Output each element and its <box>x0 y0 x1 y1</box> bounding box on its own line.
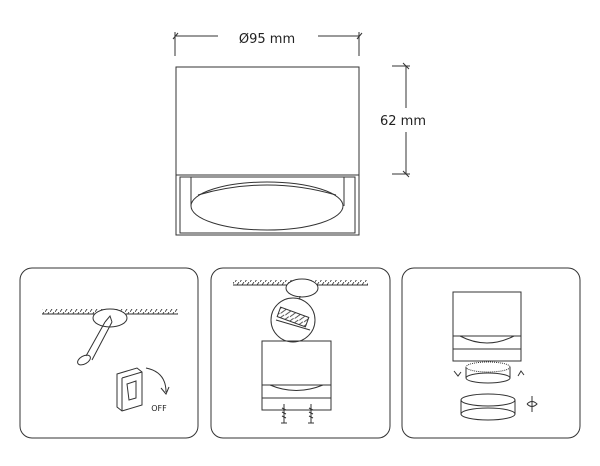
lamp-body <box>175 66 360 236</box>
lamp-body <box>452 291 522 362</box>
wall-switch-icon <box>116 367 143 412</box>
step-2-panel <box>210 267 391 439</box>
lamp-body <box>261 340 332 411</box>
diameter-label: Ø95 mm <box>239 32 295 47</box>
rotate-arrow-left-icon <box>453 370 462 377</box>
off-label: OFF <box>151 404 167 413</box>
diameter-dimension <box>172 32 363 56</box>
product-drawing: Ø95 mm 62 mm <box>172 32 426 236</box>
twist-icon <box>526 396 538 412</box>
wire-connector-callout <box>270 295 316 343</box>
led-module <box>465 361 511 384</box>
height-label: 62 mm <box>380 114 426 129</box>
screws-icon <box>281 404 314 424</box>
arrow-head-icon <box>160 386 170 395</box>
turn-off-arrow-icon <box>145 367 167 393</box>
ceiling-hole <box>285 278 319 298</box>
screwdriver-icon <box>77 314 113 366</box>
rotate-arrow-right-icon <box>517 370 525 377</box>
step-1-panel: OFF <box>19 267 199 439</box>
height-dimension <box>392 62 410 178</box>
step-3-panel <box>401 267 581 439</box>
ceiling-hole <box>92 308 128 328</box>
diffuser-cover <box>460 393 516 421</box>
